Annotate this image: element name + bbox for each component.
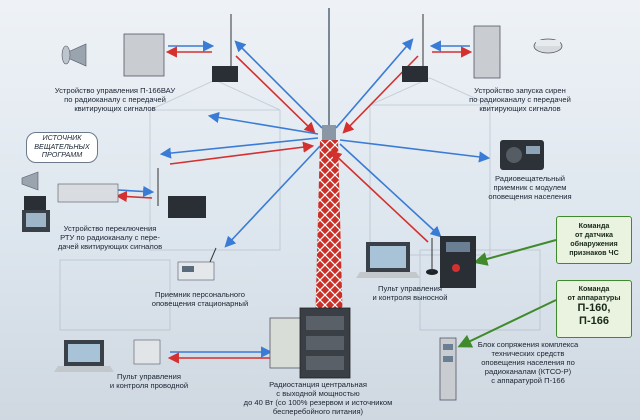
central-station-device — [269, 307, 351, 379]
remote-control-device — [356, 236, 476, 288]
siren-device — [402, 14, 563, 82]
link-rtu-out — [159, 137, 319, 159]
ktso-device — [439, 337, 457, 401]
link-rtu-back — [169, 141, 315, 165]
link-p166vau-out — [234, 40, 323, 129]
central-mast — [315, 8, 343, 330]
wired-control-device — [54, 339, 161, 372]
label-wired-control: Пульт управления и контроля проводной — [109, 372, 189, 390]
link-receiver-out — [339, 139, 491, 163]
label-receiver-module: Радиовещательный приемник с модулем опов… — [488, 174, 572, 201]
command-sensor-text: Команда от датчика обнаружения признаков… — [569, 221, 619, 257]
command-apparatus-box: Команда от аппаратуры П-160, П-166 — [556, 280, 632, 338]
rtu-device — [21, 168, 206, 232]
label-personal-receiver: Приемник персонального оповещения стацио… — [151, 290, 249, 308]
link-personal-out — [224, 145, 321, 248]
p166vau-device — [61, 14, 238, 82]
command-arrows — [457, 239, 557, 348]
label-ktso: Блок сопряжения комплекса технических ср… — [477, 340, 579, 385]
link-siren-out — [335, 38, 414, 129]
command-apparatus-text: Команда от аппаратуры — [567, 284, 621, 302]
link-remote-back — [330, 150, 429, 243]
label-rtu: Устройство переключения РТУ по радиокана… — [57, 224, 163, 251]
link-source-out — [207, 111, 319, 135]
personal-receiver-device — [177, 247, 217, 281]
label-p166vau: Устройство управления П-166ВАУ по радиок… — [54, 86, 176, 113]
link-p166vau-back — [235, 55, 316, 134]
label-remote-control: Пульт управления и контроля выносной — [372, 284, 448, 302]
command-apparatus-codes: П-160, П-166 — [577, 302, 611, 327]
label-central-station: Радиостанция центральная с выходной мощн… — [243, 380, 393, 416]
command-sensor-box: Команда от датчика обнаружения признаков… — [556, 216, 632, 264]
label-siren: Устройство запуска сирен по радиоканалу … — [469, 86, 571, 113]
radio-receiver-device — [500, 140, 544, 170]
link-remote-out — [339, 143, 442, 238]
source-bubble: ИСТОЧНИК ВЕЩАТЕЛЬНЫХ ПРОГРАММ — [26, 132, 98, 163]
